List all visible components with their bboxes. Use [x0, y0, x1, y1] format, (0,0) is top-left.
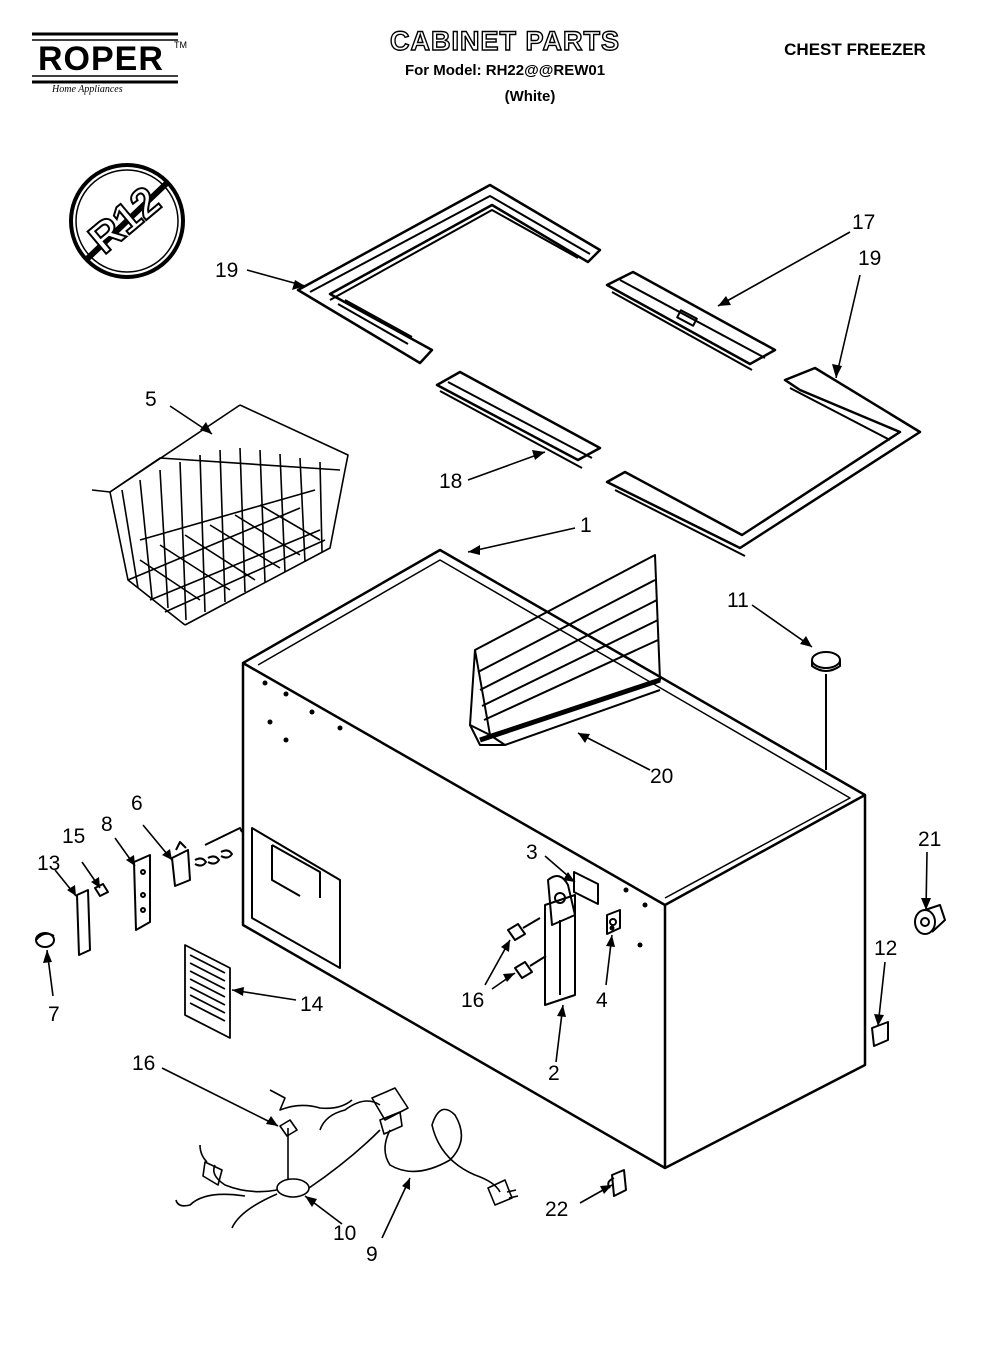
- hinge-screws: [507, 917, 547, 979]
- callout-14: 14: [300, 993, 324, 1016]
- callout-3: 3: [526, 841, 538, 864]
- callout-15: 15: [62, 825, 86, 848]
- leader-arrowheads: [43, 280, 931, 1207]
- callout-10: 10: [333, 1222, 357, 1245]
- breaker-strip-right: [605, 366, 922, 557]
- part-22: [607, 1169, 627, 1197]
- brand-logo-frame: [32, 32, 178, 84]
- callout-12: 12: [874, 937, 898, 960]
- callout-1: 1: [580, 514, 592, 537]
- callout-5: 5: [145, 388, 157, 411]
- callout-7: 7: [48, 1003, 60, 1026]
- model-line: For Model: RH22@@REW01: [404, 62, 606, 79]
- callout-9: 9: [366, 1243, 378, 1266]
- brand-name: ROPER: [38, 40, 164, 78]
- hinge-assembly: [544, 871, 621, 1006]
- cabinet-screw-holes: [262, 680, 648, 948]
- brand-logo: [30, 30, 180, 94]
- callout-6: 6: [131, 792, 143, 815]
- brand-subtitle: Home Appliances: [52, 84, 123, 95]
- leader-lines: [46, 231, 928, 1239]
- knob-21: [914, 904, 946, 935]
- callout-19-right: 19: [858, 247, 882, 270]
- wire-basket: [91, 404, 349, 626]
- callout-20: 20: [650, 765, 674, 788]
- callout-21: 21: [918, 828, 942, 851]
- thermostat-parts: [35, 827, 243, 956]
- breaker-strip-center: [605, 270, 777, 371]
- breaker-strip-front: [435, 370, 602, 469]
- callout-19-left: 19: [215, 259, 239, 282]
- callout-16-hinge: 16: [461, 989, 485, 1012]
- brand-trademark: TM: [174, 40, 187, 50]
- compressor-opening: [251, 827, 341, 969]
- color-line: (White): [504, 88, 556, 105]
- no-r12-icon: [69, 163, 185, 279]
- page-title: CABINET PARTS: [389, 25, 620, 56]
- callout-22: 22: [545, 1198, 569, 1221]
- callout-2: 2: [548, 1062, 560, 1085]
- drain-plug: [811, 651, 841, 770]
- callout-13: 13: [37, 852, 61, 875]
- tab-12: [871, 1021, 889, 1047]
- callout-16-harness: 16: [132, 1052, 156, 1075]
- callout-8: 8: [101, 813, 113, 836]
- divider-panel: [469, 554, 661, 746]
- breaker-strip-left: [296, 183, 602, 365]
- product-category: CHEST FREEZER: [784, 40, 926, 59]
- callout-17: 17: [852, 211, 876, 234]
- wiring-harness: [175, 1087, 519, 1229]
- callout-18: 18: [439, 470, 463, 493]
- louvered-grille: [184, 944, 231, 1039]
- callout-4: 4: [596, 989, 608, 1012]
- callout-11: 11: [727, 589, 749, 612]
- cabinet-body: [241, 548, 867, 1170]
